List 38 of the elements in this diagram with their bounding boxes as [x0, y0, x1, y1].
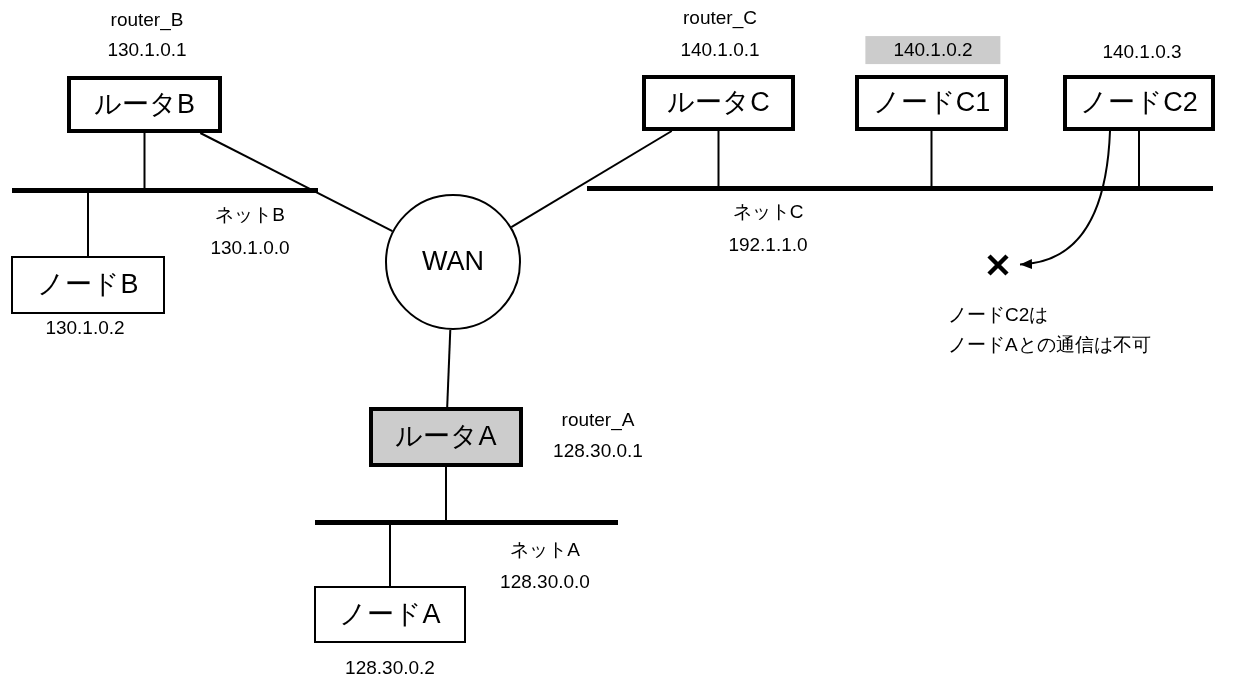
connector-line [446, 328, 452, 408]
node-box: ノードA [314, 586, 466, 643]
connector-line [143, 132, 146, 189]
cross-mark [986, 253, 1010, 277]
network-address-label: 192.1.1.0 [728, 234, 808, 256]
note-text: ノードAとの通信は不可 [948, 334, 1151, 356]
connector-line [717, 130, 720, 187]
address-label: 130.1.0.2 [45, 317, 125, 339]
address-label: 130.1.0.1 [107, 39, 187, 61]
network-name-label: ネットA [510, 539, 580, 561]
note-text: ノードC2は [948, 304, 1049, 326]
node-box: ノードB [11, 256, 165, 314]
device-box: ルータB [67, 76, 222, 133]
address-label: 140.1.0.1 [680, 39, 760, 61]
device-box: ルータC [642, 75, 795, 131]
connector-line [199, 132, 394, 233]
network-address-label: 128.30.0.0 [500, 571, 590, 593]
name-label: router_B [110, 9, 184, 31]
device-box: ルータA [369, 407, 523, 467]
connector-line [445, 466, 447, 521]
connector-line [1138, 130, 1140, 187]
address-label: 128.30.0.1 [553, 440, 643, 462]
connector-line [510, 130, 673, 229]
address-label: 140.1.0.3 [1102, 41, 1182, 63]
name-label: router_C [683, 7, 757, 29]
device-box: ノードC1 [855, 75, 1008, 131]
connector-line [87, 192, 89, 257]
device-box: ノードC2 [1063, 75, 1215, 131]
connector-line [930, 130, 933, 187]
address-label: 128.30.0.2 [345, 657, 435, 679]
network-address-label: 130.1.0.0 [210, 237, 290, 259]
name-label: router_A [561, 409, 635, 431]
network-name-label: ネットB [215, 204, 285, 226]
arrow [1019, 130, 1111, 269]
address-label: 140.1.0.2 [865, 36, 1001, 64]
network-name-label: ネットC [732, 201, 804, 223]
network-circle: WAN [385, 194, 521, 330]
connector-line [389, 524, 391, 587]
